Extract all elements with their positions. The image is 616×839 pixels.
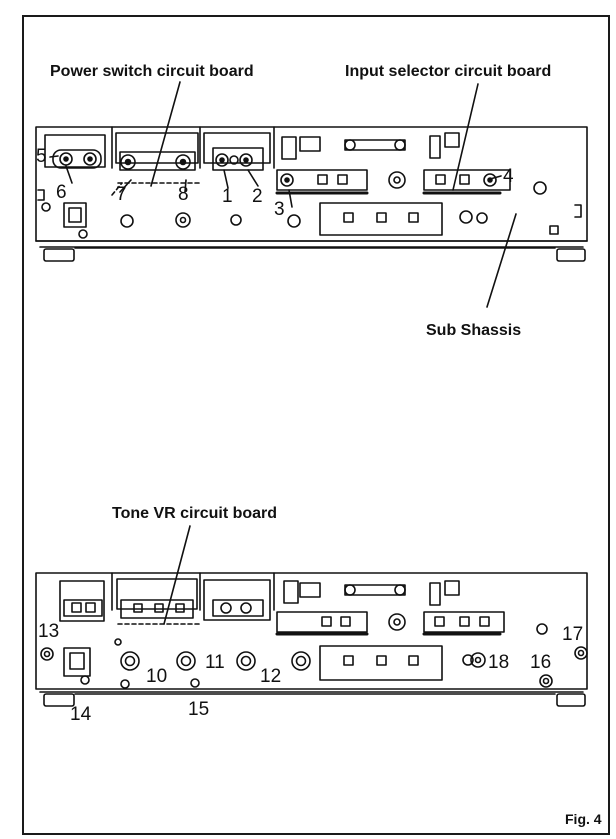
callout-18: 18 <box>488 652 509 673</box>
callout-5: 5 <box>36 146 47 167</box>
callout-10: 10 <box>146 666 167 687</box>
callout-1: 1 <box>222 186 233 207</box>
callout-7: 7 <box>116 184 127 205</box>
callout-13: 13 <box>38 621 59 642</box>
power-switch-board-label: Power switch circuit board <box>50 63 254 80</box>
top-chassis-drawing <box>35 81 588 308</box>
callout-2: 2 <box>252 186 263 207</box>
callout-17: 17 <box>562 624 583 645</box>
figure-frame <box>22 15 610 835</box>
callout-3: 3 <box>274 199 285 220</box>
callout-12: 12 <box>260 666 281 687</box>
tone-vr-board-label: Tone VR circuit board <box>112 505 277 522</box>
callout-15: 15 <box>188 699 209 720</box>
callout-6: 6 <box>56 182 67 203</box>
callout-16: 16 <box>530 652 551 673</box>
figure-label: Fig. 4 <box>565 811 602 827</box>
input-selector-board-label: Input selector circuit board <box>345 63 551 80</box>
callout-11: 11 <box>205 652 225 673</box>
bottom-chassis-drawing <box>35 525 588 707</box>
sub-chassis-label: Sub Shassis <box>426 322 521 339</box>
callout-4: 4 <box>503 166 514 187</box>
callout-8: 8 <box>178 184 189 205</box>
callout-14: 14 <box>70 704 92 725</box>
